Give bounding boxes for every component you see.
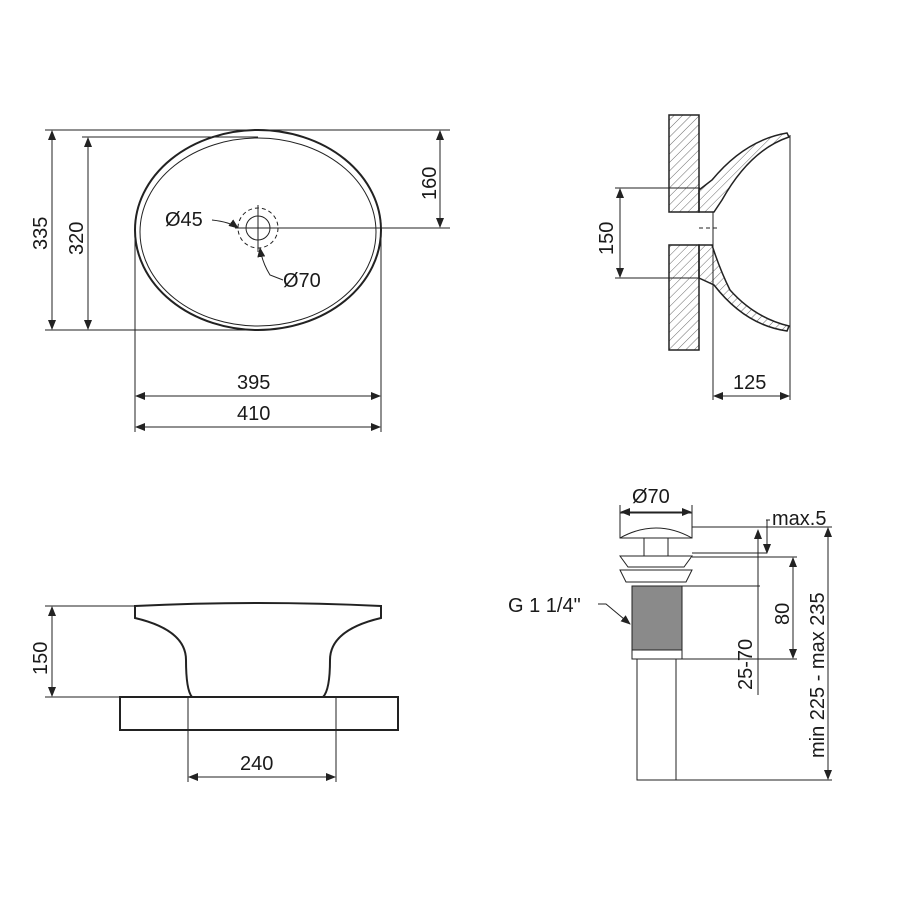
countertop (119, 696, 399, 731)
dim-max5: max.5 (772, 508, 826, 530)
dim-125: 125 (733, 372, 766, 394)
drain-cap (619, 512, 693, 539)
dim-335: 335 (30, 217, 52, 250)
basin-inner-rim (139, 137, 377, 327)
dim-150-mount: 150 (596, 222, 618, 255)
dim-25-70: 25-70 (735, 639, 757, 690)
dim-240: 240 (240, 753, 273, 775)
dim-395: 395 (237, 372, 270, 394)
dim-80: 80 (772, 603, 794, 625)
basin-profile (134, 602, 382, 698)
dim-320: 320 (66, 222, 88, 255)
drain-thread (631, 585, 683, 651)
dim-total-length: min 225 - max 235 (807, 592, 829, 758)
wall-section-upper (668, 114, 700, 213)
top-view: 335 320 160 Ø45 Ø70 395 410 (30, 129, 450, 432)
thread-label: G 1 1/4" (508, 595, 581, 617)
dim-150-height: 150 (30, 642, 52, 675)
basin-section-lower (698, 244, 791, 332)
drain-pipe (636, 658, 677, 781)
dim-160: 160 (419, 167, 441, 200)
side-section-view: 150 125 (596, 114, 791, 400)
dim-cap-70: Ø70 (632, 486, 670, 508)
wall-section-lower (668, 244, 700, 351)
dim-drain-70: Ø70 (283, 270, 321, 292)
drain-collar (631, 649, 683, 660)
front-view: 150 240 (30, 602, 399, 782)
drain-stem (643, 537, 669, 557)
dim-hole-45: Ø45 (165, 209, 203, 231)
dim-410: 410 (237, 403, 270, 425)
basin-section-upper (698, 132, 791, 213)
drain-view: Ø70 max.5 25-70 80 min 225 - max 235 G 1… (508, 486, 832, 781)
drain-flange (619, 555, 693, 583)
